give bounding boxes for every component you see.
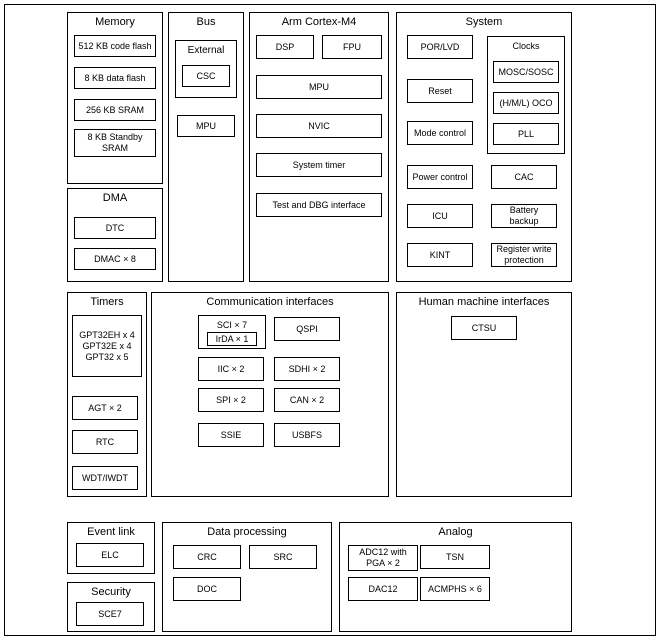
bus-group: Bus External CSC MPU	[168, 12, 244, 282]
memory-group: Memory 512 KB code flash 8 KB data flash…	[67, 12, 163, 184]
system-group: System POR/LVD Reset Mode control Clocks…	[396, 12, 572, 282]
crc-box: CRC	[173, 545, 241, 569]
clocks-group: Clocks MOSC/SOSC (H/M/L) OCO PLL	[487, 36, 565, 154]
can-box: CAN × 2	[274, 388, 340, 412]
sce-box: SCE7	[76, 602, 144, 626]
event-link-group: Event link ELC	[67, 522, 155, 574]
bus-external-title: External	[187, 45, 225, 56]
arm-cortex-group: Arm Cortex-M4 DSP FPU MPU NVIC System ti…	[249, 12, 389, 282]
bus-external-group: External CSC	[175, 40, 237, 98]
security-title: Security	[91, 586, 131, 598]
event-link-title: Event link	[87, 526, 135, 538]
fpu-box: FPU	[322, 35, 382, 59]
code-flash-box: 512 KB code flash	[74, 35, 156, 57]
sdhi-box: SDHI × 2	[274, 357, 340, 381]
csc-box: CSC	[182, 65, 230, 87]
dma-title: DMA	[102, 192, 128, 204]
usbfs-box: USBFS	[274, 423, 340, 447]
adc12-box: ADC12 with PGA × 2	[348, 545, 418, 571]
system-timer-box: System timer	[256, 153, 382, 177]
wdt-box: WDT/IWDT	[72, 466, 138, 490]
kint-box: KINT	[407, 243, 473, 267]
oco-box: (H/M/L) OCO	[493, 92, 559, 114]
diagram-frame	[4, 4, 656, 636]
icu-box: ICU	[407, 204, 473, 228]
dma-group: DMA DTC DMAC × 8	[67, 188, 163, 282]
dmac-box: DMAC × 8	[74, 248, 156, 270]
gpt-box: GPT32EH x 4 GPT32E x 4 GPT32 x 5	[72, 315, 142, 377]
ctsu-box: CTSU	[451, 316, 517, 340]
hmi-title: Human machine interfaces	[418, 296, 550, 308]
dtc-box: DTC	[74, 217, 156, 239]
sci-label: SCI × 7	[216, 320, 248, 330]
test-dbg-box: Test and DBG interface	[256, 193, 382, 217]
timers-group: Timers GPT32EH x 4 GPT32E x 4 GPT32 x 5 …	[67, 292, 147, 497]
data-processing-title: Data processing	[207, 526, 287, 538]
pll-box: PLL	[493, 123, 559, 145]
security-group: Security SCE7	[67, 582, 155, 632]
timers-title: Timers	[90, 296, 124, 308]
nvic-box: NVIC	[256, 114, 382, 138]
comm-title: Communication interfaces	[206, 296, 334, 308]
mosc-sosc-box: MOSC/SOSC	[493, 61, 559, 83]
spi-box: SPI × 2	[198, 388, 264, 412]
bus-mpu-box: MPU	[177, 115, 235, 137]
bus-title: Bus	[196, 16, 216, 28]
acmphs-box: ACMPHS × 6	[420, 577, 490, 601]
irda-box: IrDA × 1	[207, 332, 257, 346]
doc-box: DOC	[173, 577, 241, 601]
register-write-protection-box: Register write protection	[491, 243, 557, 267]
analog-group: Analog ADC12 with PGA × 2 TSN DAC12 ACMP…	[339, 522, 572, 632]
arm-cortex-title: Arm Cortex-M4	[281, 16, 357, 28]
memory-title: Memory	[95, 16, 135, 28]
sci-box: SCI × 7 IrDA × 1	[198, 315, 266, 349]
arm-mpu-box: MPU	[256, 75, 382, 99]
por-lvd-box: POR/LVD	[407, 35, 473, 59]
iic-box: IIC × 2	[198, 357, 264, 381]
tsn-box: TSN	[420, 545, 490, 569]
hmi-group: Human machine interfaces CTSU	[396, 292, 572, 497]
clocks-title: Clocks	[512, 41, 540, 51]
agt-box: AGT × 2	[72, 396, 138, 420]
cac-box: CAC	[491, 165, 557, 189]
elc-box: ELC	[76, 543, 144, 567]
data-flash-box: 8 KB data flash	[74, 67, 156, 89]
data-processing-group: Data processing CRC SRC DOC	[162, 522, 332, 632]
battery-backup-box: Battery backup	[491, 204, 557, 228]
qspi-box: QSPI	[274, 317, 340, 341]
sram-box: 256 KB SRAM	[74, 99, 156, 121]
standby-sram-box: 8 KB Standby SRAM	[74, 129, 156, 157]
dsp-box: DSP	[256, 35, 314, 59]
reset-box: Reset	[407, 79, 473, 103]
rtc-box: RTC	[72, 430, 138, 454]
src-box: SRC	[249, 545, 317, 569]
analog-title: Analog	[438, 526, 473, 538]
dac12-box: DAC12	[348, 577, 418, 601]
ssie-box: SSIE	[198, 423, 264, 447]
power-control-box: Power control	[407, 165, 473, 189]
mode-control-box: Mode control	[407, 121, 473, 145]
comm-group: Communication interfaces SCI × 7 IrDA × …	[151, 292, 389, 497]
system-title: System	[465, 16, 503, 28]
